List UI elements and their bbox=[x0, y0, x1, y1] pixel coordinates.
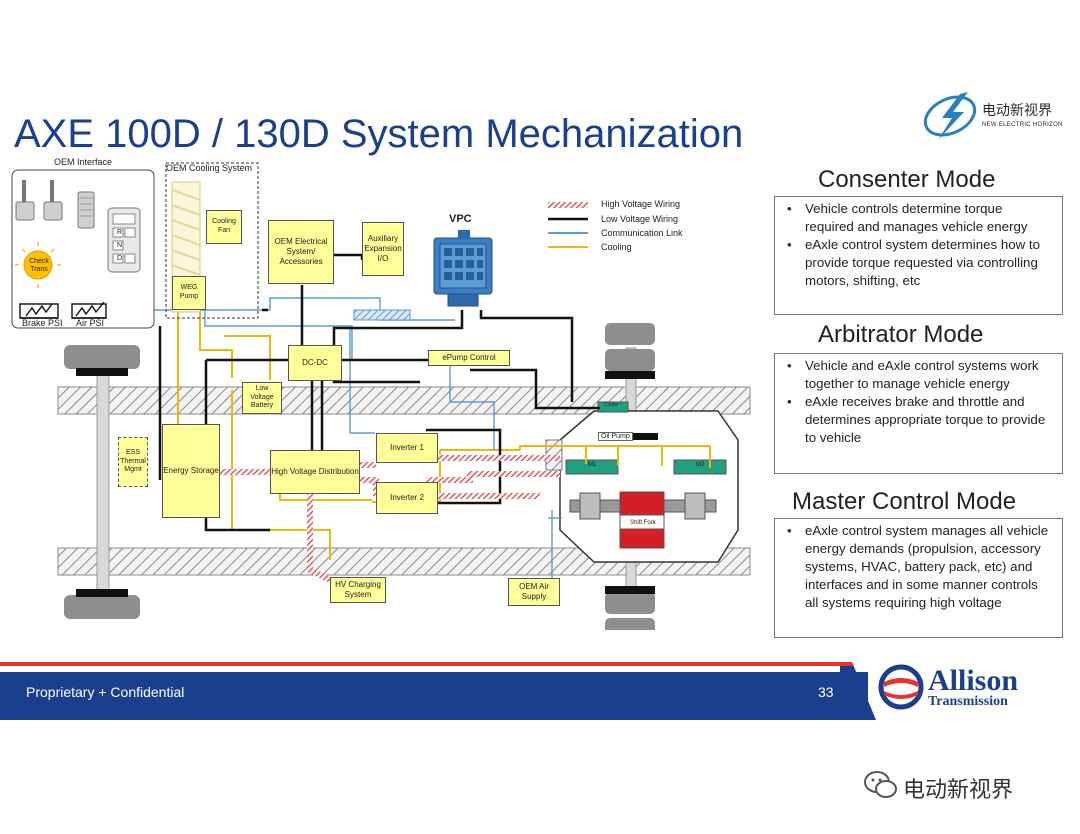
inverter-1-box: Inverter 1 bbox=[376, 433, 438, 463]
watermark-text: 电动新视界 bbox=[903, 777, 1014, 802]
master-control-mode-box: eAxle control system manages all vehicle… bbox=[774, 518, 1063, 638]
energy-storage-box: Energy Storage bbox=[162, 424, 220, 518]
consenter-bullet-2: eAxle control system determines how to p… bbox=[787, 236, 1054, 290]
footer-stripe bbox=[0, 662, 852, 666]
gear-d-label: D bbox=[117, 255, 123, 262]
motor-m1 bbox=[565, 459, 619, 475]
shift-fork-label: Shift Fork bbox=[630, 520, 656, 526]
page-number: 33 bbox=[818, 684, 834, 700]
ess-thermal-box: ESS Thermal Mgmt bbox=[118, 437, 148, 487]
transmission-wordmark: Transmission bbox=[928, 694, 1008, 709]
gear-r-label: R bbox=[117, 229, 123, 236]
wheel-rear-right-1 bbox=[605, 592, 655, 614]
legend-communication: Communication Link bbox=[601, 228, 683, 238]
slide-title: AXE 100D / 130D System Mechanization bbox=[14, 112, 744, 156]
brand-name-en: NEW ELECTRIC HORIZON bbox=[982, 122, 1063, 128]
m1-label: M1 bbox=[588, 462, 597, 468]
brake-psi-label: Brake PSI bbox=[22, 318, 63, 328]
footer-bar-slant bbox=[840, 662, 876, 720]
arbitrator-mode-heading: Arbitrator Mode bbox=[818, 321, 984, 348]
oem-cooling-title: OEM Cooling System bbox=[166, 163, 253, 173]
consenter-mode-box: Vehicle controls determine torque requir… bbox=[774, 196, 1063, 315]
arbitrator-mode-box: Vehicle and eAxle control systems work t… bbox=[774, 353, 1063, 474]
hv-charging-box: HV Charging System bbox=[330, 577, 386, 603]
master-control-mode-heading: Master Control Mode bbox=[792, 488, 1017, 515]
wheel-front-left bbox=[64, 345, 140, 369]
master-control-bullet-1: eAxle control system manages all vehicle… bbox=[787, 522, 1054, 612]
diagram-legend bbox=[548, 202, 588, 248]
dcdc-box: DC-DC bbox=[288, 345, 342, 381]
hv-distribution-box: High Voltage Distribution bbox=[270, 450, 360, 494]
arbitrator-bullet-1: Vehicle and eAxle control systems work t… bbox=[787, 357, 1054, 393]
epump-control-box: ePump Control bbox=[428, 350, 510, 366]
wheel-rear-right-2 bbox=[605, 618, 655, 630]
low-voltage-battery-box: Low Voltage Battery bbox=[242, 382, 282, 414]
consenter-mode-heading: Consenter Mode bbox=[818, 166, 996, 193]
oil-pump-label: Oil Pump bbox=[598, 432, 633, 441]
high-voltage-lines bbox=[220, 455, 560, 583]
footer-bar bbox=[0, 672, 868, 720]
oem-electrical-box: OEM Electrical System/ Accessories bbox=[268, 220, 334, 284]
aux-io-box: Auxiliary Expansion I/O bbox=[362, 222, 404, 276]
oem-cooling-boundary bbox=[165, 162, 259, 319]
consenter-bullet-1: Vehicle controls determine torque requir… bbox=[787, 200, 1054, 236]
motor-m2 bbox=[673, 459, 727, 475]
cooler-label: Cooler bbox=[604, 402, 619, 408]
cooling-fan-box: Cooling Fan bbox=[206, 210, 242, 244]
inverter-2-box: Inverter 2 bbox=[376, 482, 438, 514]
wheel-rear-left-1 bbox=[605, 323, 655, 345]
brand-logo-icon bbox=[923, 92, 977, 140]
legend-cooling: Cooling bbox=[601, 242, 632, 252]
vpc-label: VPC bbox=[449, 213, 472, 225]
legend-low-voltage: Low Voltage Wiring bbox=[601, 214, 679, 224]
vpc-module-icon bbox=[433, 230, 493, 307]
arbitrator-bullet-2: eAxle receives brake and throttle and de… bbox=[787, 393, 1054, 447]
wechat-icon bbox=[864, 771, 897, 798]
brand-name-cn: 电动新视界 bbox=[982, 102, 1052, 118]
allison-logo-icon bbox=[878, 664, 924, 710]
footer-confidential: Proprietary + Confidential bbox=[26, 684, 185, 700]
pedals-icon bbox=[15, 180, 95, 229]
check-trans-lamp bbox=[23, 250, 53, 280]
air-psi-label: Air PSI bbox=[76, 318, 105, 328]
oem-air-supply-box: OEM Air Supply bbox=[508, 578, 560, 606]
wheel-rear-left-2 bbox=[605, 349, 655, 371]
weg-pump-box: WEG Pump bbox=[172, 276, 206, 310]
gear-n-label: N bbox=[117, 242, 123, 249]
allison-wordmark: Allison bbox=[928, 664, 1019, 697]
comm-hub bbox=[353, 309, 411, 321]
legend-high-voltage: High Voltage Wiring bbox=[601, 199, 681, 209]
low-voltage-lines bbox=[158, 253, 658, 532]
system-diagram bbox=[11, 162, 751, 630]
oem-interface-title: OEM Interface bbox=[54, 157, 113, 167]
frame-rail-top bbox=[57, 386, 751, 415]
wheel-front-right bbox=[64, 595, 140, 619]
pressure-sensors-icon bbox=[19, 301, 107, 319]
check-trans-label: Check Trans bbox=[29, 258, 49, 274]
m2-label: M2 bbox=[696, 462, 705, 468]
